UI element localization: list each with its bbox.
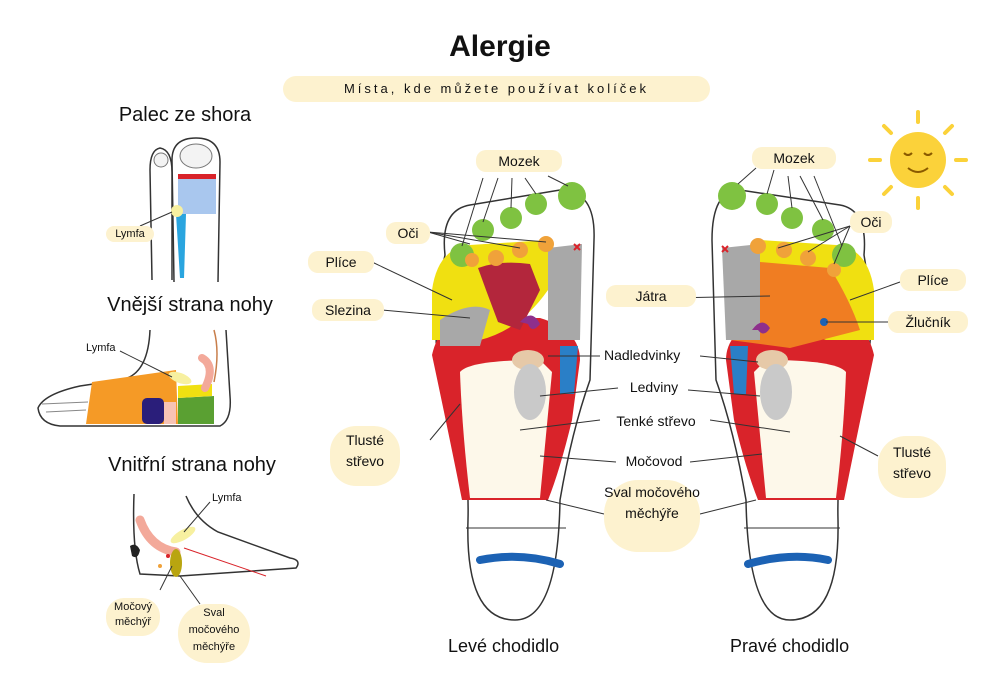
right-sole-caption: Pravé chodidlo <box>730 636 850 656</box>
left-plice-label: Plíce <box>308 251 374 273</box>
left-leader-lines <box>371 175 619 515</box>
page-title: Alergie <box>449 30 551 63</box>
left-sole-caption: Levé chodidlo <box>448 636 560 656</box>
ledviny-label: Ledviny <box>620 379 688 395</box>
right-mozek-label: Mozek <box>752 147 836 169</box>
inner-lymfa-label: Lymfa <box>212 492 242 504</box>
outer-foot-heading: Vnější strana nohy <box>107 294 273 316</box>
right-leader-lines <box>669 167 902 515</box>
outer-foot-illustration <box>37 329 232 427</box>
thumb-lymfa-label: Lymfa <box>106 226 154 242</box>
jatra-label: Játra <box>606 285 696 307</box>
inner-foot-heading: Vnitřní strana nohy <box>108 454 276 476</box>
subtitle: Místa, kde můžete používat kolíček <box>283 76 710 102</box>
zlucnik-label: Žlučník <box>888 311 968 333</box>
thumb-illustration <box>139 137 221 283</box>
right-plice-label: Plíce <box>900 269 966 291</box>
left-sole <box>432 182 595 621</box>
right-oci-label: Oči <box>850 211 892 233</box>
left-oci-label: Oči <box>386 222 430 244</box>
left-mozek-label: Mozek <box>476 150 562 172</box>
nadledvinky-label: Nadledvinky <box>604 347 700 363</box>
right-tluste-label: Tlusté střevo <box>878 436 946 498</box>
left-slezina-label: Slezina <box>312 299 384 321</box>
sval-mocoveho-label: Sval močového měchýře <box>604 480 700 552</box>
inner-sval-label: Sval močového měchýře <box>178 604 250 663</box>
inner-mocovy-label: Močový měchýř <box>106 598 160 636</box>
right-sole <box>711 182 874 621</box>
sun-icon <box>868 110 968 210</box>
tenke-strevo-label: Tenké střevo <box>602 413 710 429</box>
outer-lymfa-label: Lymfa <box>86 342 116 354</box>
left-tluste-label: Tlusté střevo <box>330 426 400 486</box>
inner-foot-illustration <box>130 493 299 605</box>
thumb-heading: Palec ze shora <box>118 104 252 126</box>
mocovod-label: Močovod <box>618 453 690 469</box>
